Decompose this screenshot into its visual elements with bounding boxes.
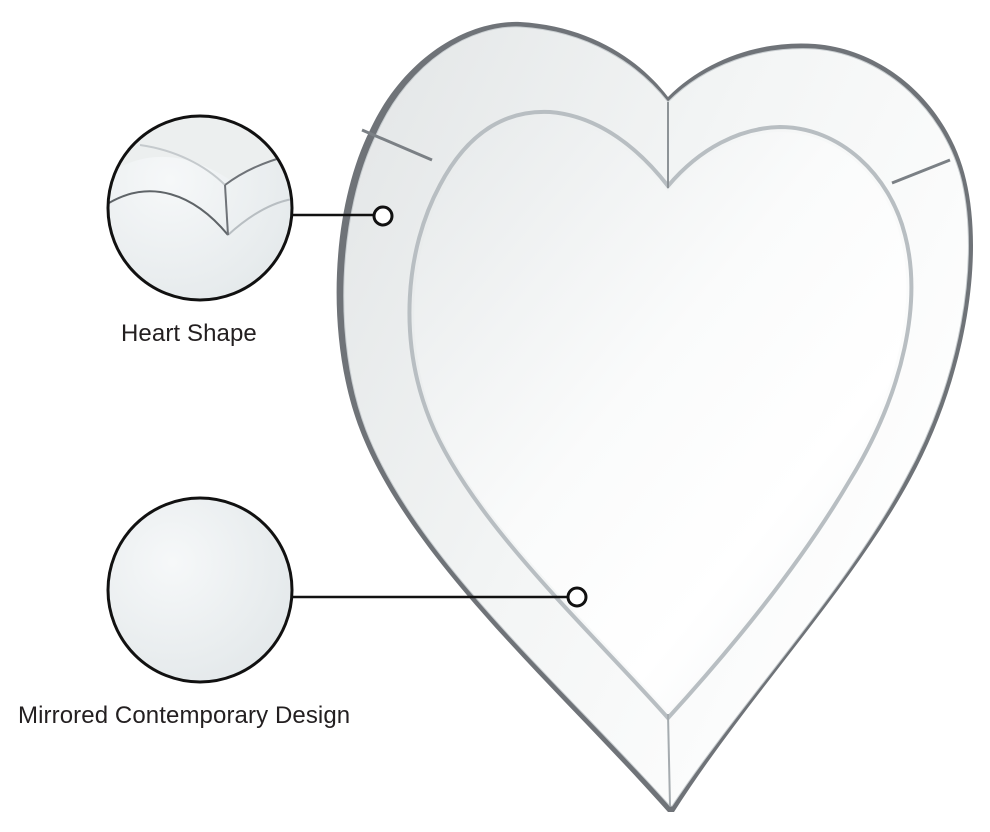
callout-label-heart-shape: Heart Shape bbox=[121, 320, 257, 347]
heart-inner-mirror bbox=[414, 116, 907, 713]
seam-top-left bbox=[361, 128, 433, 162]
callout-mirrored-design bbox=[106, 496, 588, 684]
callout-magnifier-2 bbox=[108, 498, 292, 682]
heart-mirror bbox=[336, 21, 974, 813]
callout-marker-1 bbox=[372, 205, 394, 227]
callout-marker-2 bbox=[566, 586, 588, 608]
seam-top-right bbox=[891, 158, 951, 185]
seam-bottom bbox=[667, 713, 671, 807]
callout-label-mirrored-design: Mirrored Contemporary Design bbox=[18, 702, 351, 729]
